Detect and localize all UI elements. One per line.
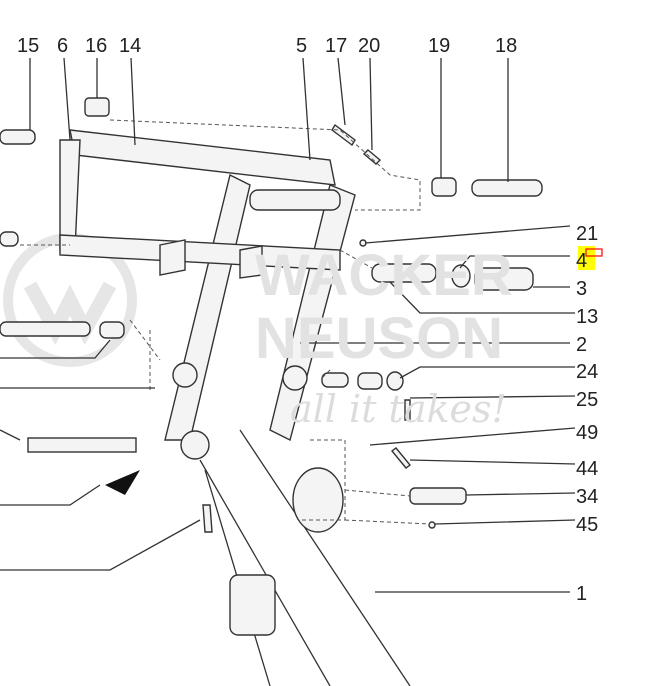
watermark: WACKER NEUSON all it takes! xyxy=(255,243,513,431)
callout-19[interactable]: 19 xyxy=(428,35,450,57)
callout-5[interactable]: 5 xyxy=(296,35,307,57)
watermark-brand-2: NEUSON xyxy=(255,306,503,371)
callout-24[interactable]: 24 xyxy=(576,361,598,383)
callout-20[interactable]: 20 xyxy=(358,35,380,57)
watermark-tagline: all it takes! xyxy=(290,387,507,431)
callout-17[interactable]: 17 xyxy=(325,35,347,57)
callout-45[interactable]: 45 xyxy=(576,514,598,536)
watermark-brand-1: WACKER xyxy=(255,243,513,308)
callout-49[interactable]: 49 xyxy=(576,422,598,444)
callout-14[interactable]: 14 xyxy=(119,35,141,57)
callout-4[interactable]: 4 xyxy=(576,250,587,272)
top-callouts: 15 6 16 14 5 17 20 19 18 xyxy=(17,35,517,57)
callout-15[interactable]: 15 xyxy=(17,35,39,57)
callout-2[interactable]: 2 xyxy=(576,334,587,356)
callout-3[interactable]: 3 xyxy=(576,278,587,300)
callout-13[interactable]: 13 xyxy=(576,306,598,328)
leader-lines xyxy=(0,57,576,593)
callout-highlight xyxy=(578,246,595,270)
assembly-guides xyxy=(20,119,431,525)
callout-21[interactable]: 21 xyxy=(576,223,598,245)
boom-assembly xyxy=(0,97,411,686)
callout-16[interactable]: 16 xyxy=(85,35,107,57)
callout-1[interactable]: 1 xyxy=(576,583,587,605)
callout-34[interactable]: 34 xyxy=(576,486,598,508)
callout-25[interactable]: 25 xyxy=(576,389,598,411)
right-callouts: 21 4 3 13 2 24 25 49 44 34 45 1 xyxy=(576,223,598,605)
callout-18[interactable]: 18 xyxy=(495,35,517,57)
selection-marker xyxy=(585,248,603,257)
exploded-parts xyxy=(105,123,543,533)
callout-44[interactable]: 44 xyxy=(576,458,598,480)
callout-6[interactable]: 6 xyxy=(57,35,68,57)
direction-arrow xyxy=(105,470,140,495)
